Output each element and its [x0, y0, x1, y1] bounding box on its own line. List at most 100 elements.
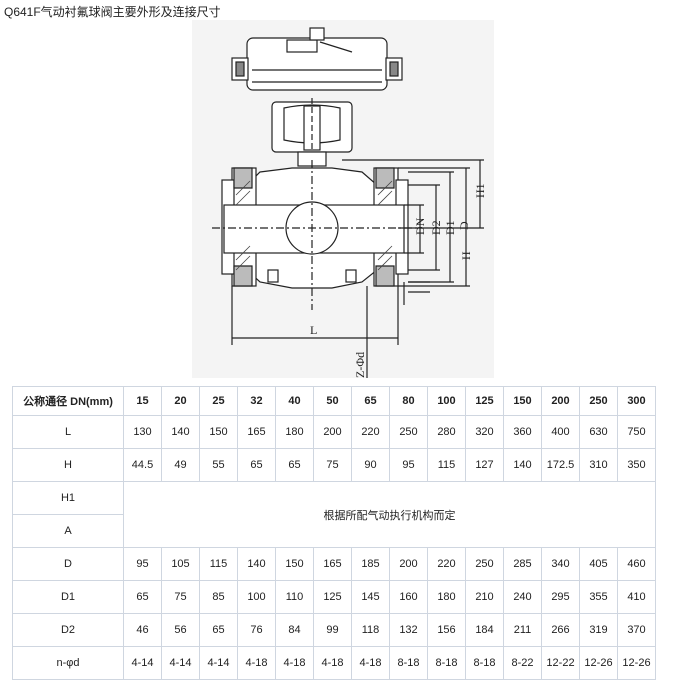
- table-cell: 105: [161, 547, 200, 581]
- header-dn: 80: [389, 386, 428, 416]
- row-label: H: [12, 448, 124, 482]
- table-cell: 115: [427, 448, 466, 482]
- valve-drawing: H1 H DN D2 D1 D L Z-Φd: [192, 20, 494, 378]
- table-cell: 310: [579, 448, 618, 482]
- table-cell: 460: [617, 547, 656, 581]
- table-cell: 150: [275, 547, 314, 581]
- table-cell: 285: [503, 547, 542, 581]
- header-dn: 125: [465, 386, 504, 416]
- table-cell: 340: [541, 547, 580, 581]
- table-cell: 180: [275, 415, 314, 449]
- table-cell: 65: [123, 580, 162, 614]
- header-dn: 15: [123, 386, 162, 416]
- table-cell: 172.5: [541, 448, 580, 482]
- table-cell: 8-18: [389, 646, 428, 680]
- table-cell: 49: [161, 448, 200, 482]
- table-cell: 8-18: [427, 646, 466, 680]
- spec-table: 公称通径 DN(mm) 15 20 25 32 40 50 65 80 100 …: [12, 386, 656, 680]
- table-cell: 180: [427, 580, 466, 614]
- header-dn: 200: [541, 386, 580, 416]
- table-cell: 75: [313, 448, 352, 482]
- table-cell: 165: [313, 547, 352, 581]
- header-dn: 300: [617, 386, 656, 416]
- table-cell: 211: [503, 613, 542, 647]
- table-cell: 266: [541, 613, 580, 647]
- header-dn: 32: [237, 386, 276, 416]
- header-dn: 50: [313, 386, 352, 416]
- table-cell: 85: [199, 580, 238, 614]
- header-dn: 150: [503, 386, 542, 416]
- table-cell: 370: [617, 613, 656, 647]
- row-label: D2: [12, 613, 124, 647]
- table-cell: 65: [237, 448, 276, 482]
- table-cell: 4-18: [313, 646, 352, 680]
- table-cell: 350: [617, 448, 656, 482]
- table-cell: 46: [123, 613, 162, 647]
- row-label: A: [12, 514, 124, 548]
- table-cell: 8-18: [465, 646, 504, 680]
- table-cell: 160: [389, 580, 428, 614]
- table-cell: 355: [579, 580, 618, 614]
- table-cell: 750: [617, 415, 656, 449]
- header-dn: 20: [161, 386, 200, 416]
- label-l: L: [310, 323, 317, 337]
- table-cell: 240: [503, 580, 542, 614]
- row-label: D1: [12, 580, 124, 614]
- table-cell: 250: [465, 547, 504, 581]
- table-cell: 12-26: [579, 646, 618, 680]
- table-cell: 4-18: [351, 646, 390, 680]
- table-cell: 200: [389, 547, 428, 581]
- table-cell: 220: [351, 415, 390, 449]
- table-cell: 145: [351, 580, 390, 614]
- label-dn: DN: [413, 217, 427, 235]
- row-label: H1: [12, 481, 124, 515]
- table-cell: 319: [579, 613, 618, 647]
- label-h: H: [459, 251, 473, 260]
- table-cell: 4-14: [199, 646, 238, 680]
- table-cell: 118: [351, 613, 390, 647]
- table-cell: 220: [427, 547, 466, 581]
- table-cell: 400: [541, 415, 580, 449]
- label-d2: D2: [429, 220, 443, 235]
- table-row: A: [12, 514, 656, 548]
- table-cell: 110: [275, 580, 314, 614]
- table-cell: 65: [199, 613, 238, 647]
- label-h1: H1: [473, 183, 487, 198]
- table-cell: 76: [237, 613, 276, 647]
- header-dn: 40: [275, 386, 314, 416]
- table-cell: 127: [465, 448, 504, 482]
- table-cell: 8-22: [503, 646, 542, 680]
- table-cell: 4-14: [123, 646, 162, 680]
- table-cell: 165: [237, 415, 276, 449]
- table-cell: 12-22: [541, 646, 580, 680]
- table-cell: 125: [313, 580, 352, 614]
- table-header-row: 公称通径 DN(mm) 15 20 25 32 40 50 65 80 100 …: [12, 386, 656, 416]
- table-cell: 12-26: [617, 646, 656, 680]
- header-dn: 100: [427, 386, 466, 416]
- header-dn: 25: [199, 386, 238, 416]
- table-cell: 320: [465, 415, 504, 449]
- table-cell: 100: [237, 580, 276, 614]
- table-cell: 56: [161, 613, 200, 647]
- table-cell: 140: [161, 415, 200, 449]
- table-cell: 55: [199, 448, 238, 482]
- table-cell: 130: [123, 415, 162, 449]
- table-cell: 295: [541, 580, 580, 614]
- table-cell: 99: [313, 613, 352, 647]
- merged-note-cell: 根据所配气动执行机构而定: [123, 481, 656, 548]
- row-label: n-φd: [12, 646, 124, 680]
- table-cell: 115: [199, 547, 238, 581]
- table-cell: 184: [465, 613, 504, 647]
- table-cell: 405: [579, 547, 618, 581]
- table-cell: 200: [313, 415, 352, 449]
- table-cell: 4-14: [161, 646, 200, 680]
- table-cell: 95: [123, 547, 162, 581]
- table-cell: 156: [427, 613, 466, 647]
- table-cell: 132: [389, 613, 428, 647]
